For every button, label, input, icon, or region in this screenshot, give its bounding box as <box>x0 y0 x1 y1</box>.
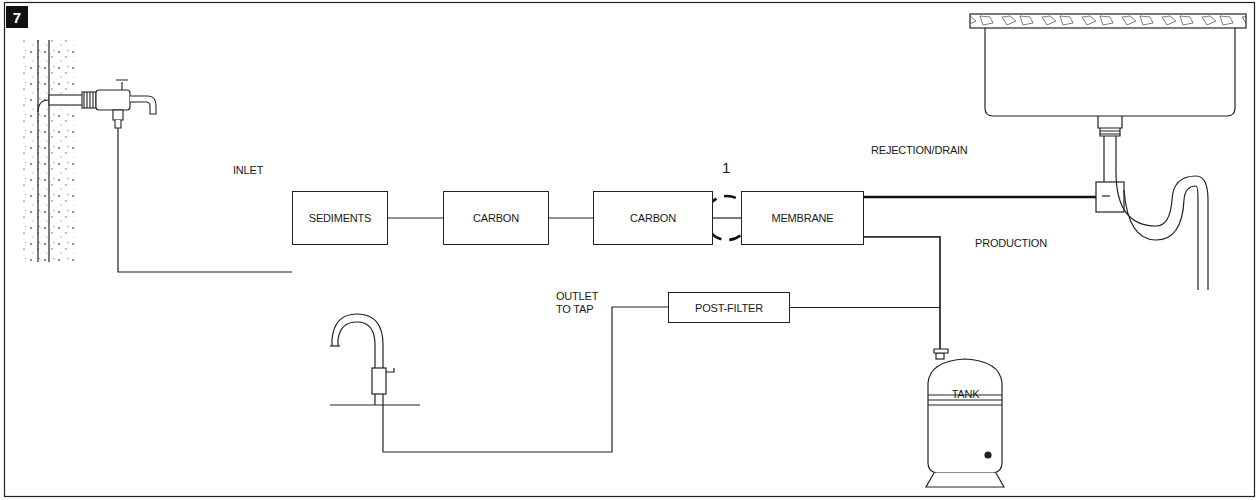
tank-outline <box>918 345 1013 490</box>
filter-box: POST-FILTER <box>668 292 790 323</box>
filter-box: CARBON <box>593 191 713 245</box>
node-label: MEMBRANE <box>766 212 840 224</box>
flow-label: REJECTION/DRAIN <box>870 144 969 157</box>
frame <box>5 3 1255 497</box>
wall <box>20 40 85 262</box>
node-label: CARBON <box>624 212 682 224</box>
faucet <box>330 307 668 452</box>
flow-label: OUTLET TO TAP <box>555 290 615 316</box>
node-label: POST-FILTER <box>689 302 769 314</box>
pipe <box>790 237 940 308</box>
filter-box: CARBON <box>443 191 549 245</box>
flow-label: PRODUCTION <box>974 237 1048 250</box>
drain-line <box>864 196 1103 198</box>
pipe <box>790 308 940 350</box>
node-label: TANK <box>946 388 986 400</box>
flow-label: INLET <box>232 164 264 177</box>
filter-box: MEMBRANE <box>741 191 864 245</box>
node-label: CARBON <box>467 212 525 224</box>
pipe <box>713 217 741 218</box>
callout-number: 1 <box>721 160 731 176</box>
pipe <box>549 217 593 218</box>
filter-box: SEDIMENTS <box>292 191 388 245</box>
pipe <box>864 237 940 349</box>
figure-number: 7 <box>6 6 28 28</box>
pipe <box>388 217 443 218</box>
sink <box>970 14 1246 290</box>
node-label: SEDIMENTS <box>303 212 377 224</box>
inlet-pipe <box>118 128 292 272</box>
storage-tank: TANK <box>918 345 1013 490</box>
inlet-valve <box>82 80 156 128</box>
